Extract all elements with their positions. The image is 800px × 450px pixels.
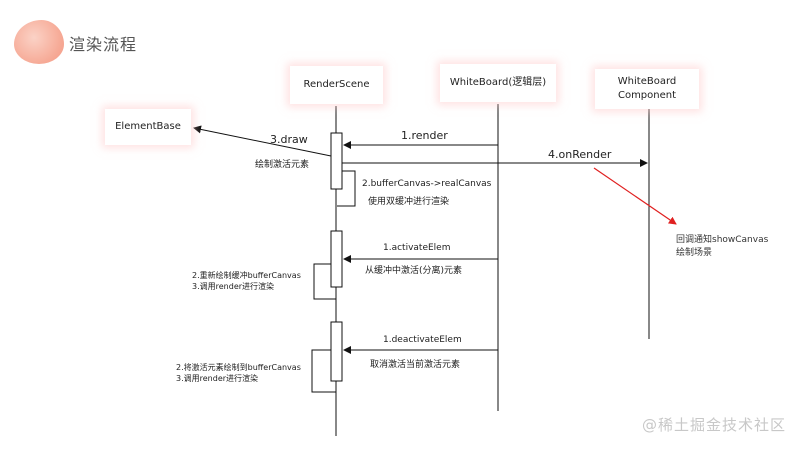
label-deactivate-note2: 3.调用render进行渲染: [176, 374, 259, 383]
label-deactivate-note1: 2.将激活元素绘制到bufferCanvas: [176, 363, 301, 372]
participant-renderscene: RenderScene: [290, 66, 383, 104]
label-deactivate: 1.deactivateElem: [383, 335, 462, 345]
self-loop-activate: [313, 263, 336, 300]
label-callback-line2: 绘制场景: [676, 248, 713, 258]
elementbase-label: ElementBase: [115, 121, 181, 132]
component-label-line2: Component: [617, 90, 677, 101]
label-activate: 1.activateElem: [383, 243, 451, 253]
watermark: @稀土掘金技术社区: [641, 416, 786, 434]
whiteboard-label: WhiteBoard(逻辑层): [449, 77, 547, 88]
renderscene-label: RenderScene: [303, 79, 370, 90]
callback-arrow: [593, 167, 677, 225]
title-decoration: [14, 20, 64, 64]
label-activate-desc: 从缓冲中激活(分离)元素: [365, 266, 463, 276]
self-loop-buffer: [337, 170, 356, 207]
label-buffer-step: 2.bufferCanvas->realCanvas: [362, 179, 492, 189]
component-label-line1: WhiteBoard: [617, 76, 677, 87]
arrow-draw: [193, 125, 332, 157]
activation-bar-1: [330, 132, 343, 190]
label-activate-note1: 2.重新绘制缓冲bufferCanvas: [192, 271, 301, 280]
label-deactivate-desc: 取消激活当前激活元素: [370, 360, 461, 370]
label-buffer-desc: 使用双缓冲进行渲染: [368, 197, 450, 207]
participant-whiteboard: WhiteBoard(逻辑层): [440, 64, 556, 102]
label-draw-desc: 绘制激活元素: [255, 160, 310, 170]
label-callback-line1: 回调通知showCanvas: [676, 235, 769, 245]
label-activate-note2: 3.调用render进行渲染: [192, 282, 275, 291]
label-render: 1.render: [401, 129, 448, 142]
page-title: 渲染流程: [69, 35, 138, 54]
self-loop-deactivate: [311, 349, 336, 393]
label-onrender: 4.onRender: [548, 148, 612, 161]
activation-bar-2: [330, 230, 343, 288]
activation-bar-3: [330, 321, 343, 382]
participant-component: WhiteBoard Component: [595, 69, 699, 109]
participant-elementbase: ElementBase: [105, 109, 191, 145]
label-draw: 3.draw: [270, 133, 308, 146]
